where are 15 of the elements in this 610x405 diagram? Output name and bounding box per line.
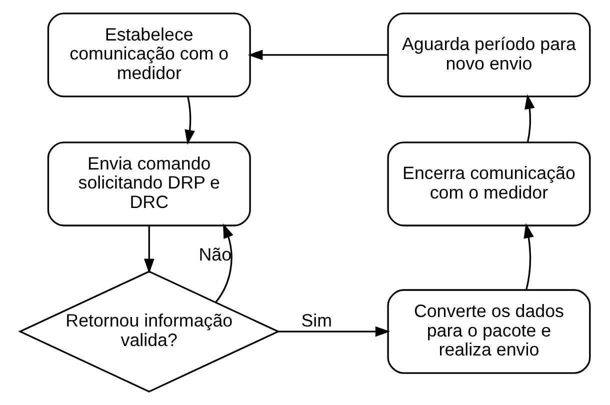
arrow [524,223,534,290]
arrow [184,96,195,145]
node-box: Converte os dados para o pacote e realiza envio [387,289,591,374]
arrow [524,94,535,142]
edge-label: Não [198,244,232,265]
edge-label: Sim [301,310,332,331]
arrow [278,326,390,337]
node-box: Encerra comunicação com o medidor [387,142,591,226]
node-box: Aguarda período para novo envio [387,12,591,98]
arrow [215,223,234,303]
arrow [144,226,154,274]
node-box: Estabelece comunicação com o medidor [47,12,251,98]
node-diamond: Retornou informação valida? [18,270,280,392]
arrow [248,50,388,60]
node-box: Envia comando solicitando DRP e DRC [47,142,251,226]
